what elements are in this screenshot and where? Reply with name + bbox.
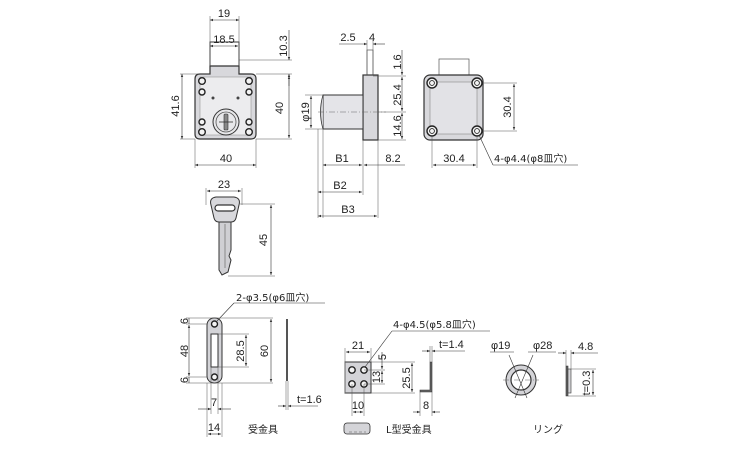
dim-key-length: 45 [258, 234, 270, 246]
dim-front-width-top: 19 [218, 8, 230, 20]
mount-hole [197, 127, 206, 136]
l-strike-face [344, 361, 372, 394]
l-strike: 4-φ4.5(φ5.8皿穴) 21 5 13 25.5 10 t=1.4 8 L… [343, 318, 490, 436]
strike-hole [210, 373, 219, 381]
dim-ring-inner-dia: φ19 [491, 340, 510, 352]
dim-strike-top-margin: 6 [179, 318, 191, 324]
dim-side-t1: 2.5 [340, 32, 355, 44]
strike-plate-edge [286, 319, 288, 381]
dim-l-strike-pitch-h: 10 [352, 400, 364, 412]
back-hole-callout: 4-φ4.4(φ8皿穴) [494, 152, 567, 165]
key: 23 45 [205, 179, 275, 277]
dim-back-pitch-h: 30.4 [443, 153, 464, 165]
mount-hole [244, 76, 253, 85]
dim-strike-slot-width: 7 [211, 397, 217, 409]
dim-side-top-offset: 1.6 [392, 54, 404, 69]
dim-strike-total-length: 60 [259, 345, 271, 357]
dim-l-strike-height: 25.5 [401, 367, 413, 388]
mount-hole [198, 118, 206, 126]
strike-hole-callout: 2-φ3.5(φ6皿穴) [236, 291, 309, 304]
dim-side-upper: 25.4 [392, 84, 404, 105]
strike-hole [210, 320, 219, 328]
dim-front-latch-height: 10.3 [278, 35, 290, 56]
dim-front-width-latch: 18.5 [213, 34, 234, 46]
dim-l-strike-width: 21 [352, 340, 364, 352]
dim-l-strike-top-margin: 5 [377, 354, 389, 360]
mount-hole [245, 118, 253, 126]
strike-plate: 2-φ3.5(φ6皿穴) 6 48 6 28.5 60 7 14 t=1.6 受… [179, 291, 325, 437]
dim-strike-bottom-margin: 6 [179, 377, 191, 383]
back-mount-hole [426, 125, 438, 137]
dim-side-b3: B3 [341, 204, 354, 216]
back-mount-hole [471, 125, 483, 137]
l-strike-hole [348, 366, 356, 374]
l-strike-hole-callout: 4-φ4.5(φ5.8皿穴) [393, 318, 476, 331]
dim-back-pitch-v: 30.4 [502, 96, 514, 117]
dim-key-width: 23 [218, 179, 230, 191]
dim-l-strike-pitch-v: 13 [371, 371, 383, 383]
back-mount-hole [426, 77, 438, 89]
dim-strike-width: 14 [208, 422, 220, 434]
back-mount-hole [471, 77, 483, 89]
ring-caption: リング [533, 423, 563, 436]
dim-ring-thickness: t=0.3 [581, 371, 593, 396]
l-strike-side [419, 361, 433, 393]
dim-side-t2: 4 [369, 32, 375, 44]
dim-l-strike-thickness: t=1.4 [439, 339, 464, 351]
dim-strike-pitch: 48 [179, 345, 191, 357]
dim-front-body-height: 40 [274, 102, 286, 114]
dim-ring-depth: 4.8 [578, 341, 593, 353]
ring: φ19 φ28 4.8 t=0.3 リング [490, 340, 598, 436]
dim-ring-outer-dia: φ28 [533, 340, 552, 352]
dim-side-lower: 14.6 [392, 115, 404, 136]
dim-side-flange: 8.2 [385, 153, 400, 165]
l-strike-top-view [343, 422, 371, 435]
mount-hole [244, 127, 253, 136]
side-view: 2.5 4 1.6 25.4 14.6 φ19 B1 8.2 B2 B3 [300, 32, 406, 218]
front-view: 19 18.5 10.3 40 41.6 40 [170, 8, 292, 168]
dim-front-body-width: 40 [220, 153, 232, 165]
dim-strike-thickness: t=1.6 [297, 394, 322, 406]
mount-hole [245, 88, 253, 96]
strike-slot [210, 333, 219, 368]
dim-front-total-height: 41.6 [170, 95, 182, 116]
dim-side-b1: B1 [335, 153, 348, 165]
mount-hole [198, 88, 206, 96]
strike-plate-caption: 受金具 [248, 423, 278, 436]
latch-side [366, 49, 374, 77]
back-view: 30.4 30.4 4-φ4.4(φ8皿穴) [423, 58, 578, 168]
mount-hole [197, 76, 206, 85]
body-side [362, 74, 379, 141]
dim-strike-slot-length: 28.5 [235, 340, 247, 361]
dim-side-cylinder-dia: φ19 [300, 102, 312, 121]
dim-l-strike-depth: 8 [423, 400, 429, 412]
l-strike-caption: L型受金具 [386, 423, 432, 436]
dim-side-b2: B2 [333, 180, 346, 192]
